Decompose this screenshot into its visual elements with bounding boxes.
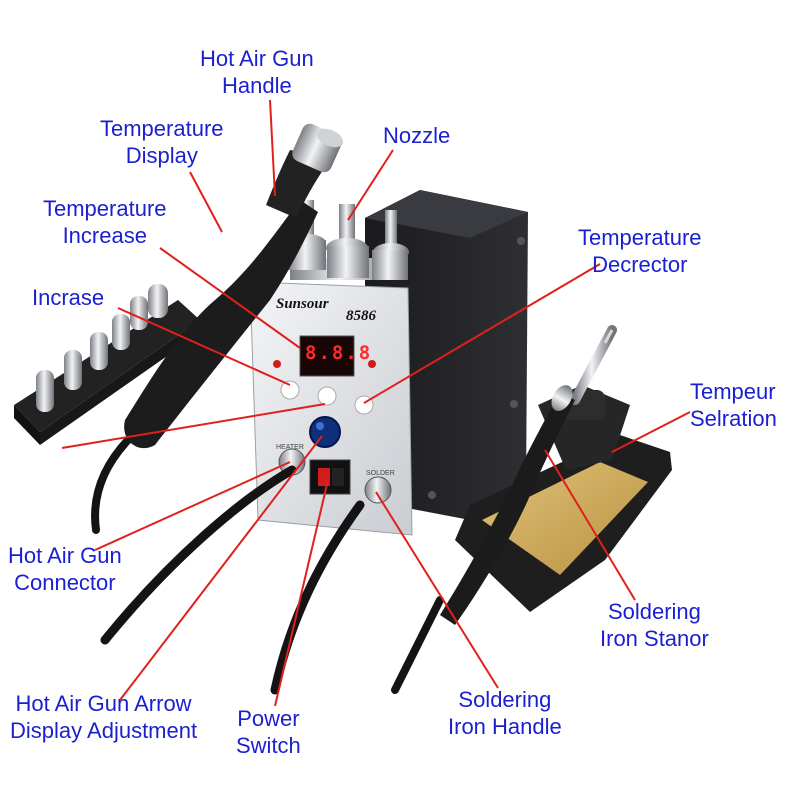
- panel-label-heater: HEATER: [276, 444, 304, 451]
- temperature-increase-button[interactable]: [280, 380, 300, 400]
- label-power-switch: Power Switch: [236, 706, 301, 758]
- leader-temperature-display: [189, 171, 223, 233]
- leader-increase: [117, 307, 291, 386]
- soldering-iron-stand: [455, 385, 672, 612]
- temperature-display-window: [299, 335, 355, 377]
- indicator-led-right: [368, 360, 376, 368]
- leader-lines: [61, 99, 691, 707]
- leader-extra-panel: [61, 403, 326, 449]
- leader-soldering-iron-handle: [375, 491, 499, 689]
- label-hot-air-gun-connector: Hot Air Gun Connector: [8, 543, 122, 595]
- cables: [91, 436, 444, 695]
- leader-hot-air-gun-arrow-display-adjustment: [119, 435, 323, 701]
- label-temperature-increase: Temperature Increase: [43, 196, 167, 248]
- soldering-iron-connector-socket: [364, 476, 392, 504]
- leader-temperature-selection: [611, 411, 691, 453]
- hot-air-gun: [124, 123, 344, 449]
- leader-temperature-increase: [159, 247, 301, 349]
- leader-soldering-iron-stand: [544, 449, 636, 601]
- soldering-iron: [440, 325, 617, 625]
- leader-temperature-decrector: [363, 263, 601, 404]
- label-temperature-selection: Tempeur Selration: [690, 379, 777, 431]
- airflow-adjustment-knob[interactable]: [309, 416, 341, 448]
- label-nozzle: Nozzle: [383, 123, 451, 148]
- label-increase: Incrase: [32, 285, 105, 310]
- panel-label-solder: SOLDER: [366, 470, 395, 477]
- spare-nozzle-rack: [14, 284, 200, 445]
- device-brand-text: Sunsour: [276, 296, 329, 312]
- label-soldering-iron-stand: Soldering Iron Stanor: [600, 599, 709, 651]
- leader-hot-air-gun-connector: [94, 461, 291, 551]
- device-model-text: 8586: [346, 308, 376, 324]
- temperature-select-button[interactable]: [317, 386, 337, 406]
- label-temperature-display: Temperature Display: [100, 116, 224, 168]
- temperature-display-digits: 8.8.8: [305, 342, 373, 364]
- leader-hot-air-gun-handle: [269, 99, 276, 197]
- label-hot-air-gun-handle: Hot Air Gun Handle: [200, 46, 314, 98]
- leader-nozzle: [347, 149, 394, 221]
- indicator-led-left: [273, 360, 281, 368]
- label-hot-air-gun-arrow-display-adjustment: Hot Air Gun Arrow Display Adjustment: [10, 691, 198, 743]
- leader-power-switch: [274, 479, 329, 707]
- label-temperature-decrector: Temperature Decrector: [578, 225, 702, 277]
- label-soldering-iron-handle: Soldering Iron Handle: [448, 687, 562, 739]
